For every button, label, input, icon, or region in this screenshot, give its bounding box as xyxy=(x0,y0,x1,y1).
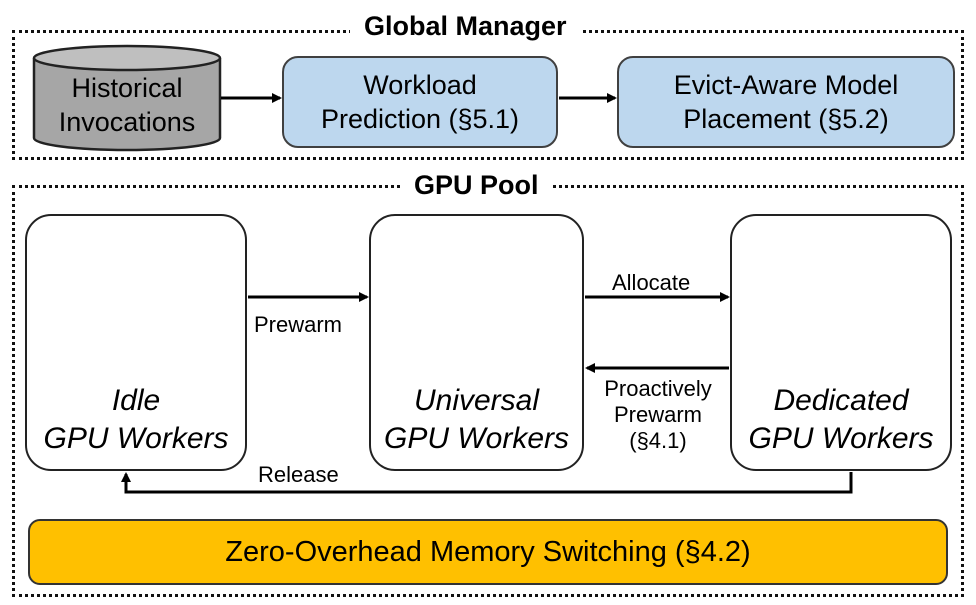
dedicated-workers-label: Dedicated GPU Workers xyxy=(748,384,934,455)
prewarm-label: Prewarm xyxy=(254,312,343,337)
global-manager-title: Global Manager xyxy=(350,11,581,41)
gpu-pool-title: GPU Pool xyxy=(400,170,553,200)
arrow-release xyxy=(121,472,853,494)
zero-overhead-memory-switching-bar: Zero-Overhead Memory Switching (§4.2) xyxy=(28,519,948,585)
idle-gpu-workers: Idle GPU Workers xyxy=(25,214,247,471)
universal-workers-label: Universal GPU Workers xyxy=(383,384,569,455)
allocate-label: Allocate xyxy=(612,270,691,295)
historical-cylinder-icon xyxy=(32,44,222,152)
dedicated-gpu-workers: Dedicated GPU Workers xyxy=(730,214,952,471)
proactive-prewarm-label: Proactively Prewarm (§4.1) xyxy=(604,376,712,453)
release-label: Release xyxy=(258,462,339,487)
universal-gpu-workers: Universal GPU Workers xyxy=(369,214,584,471)
idle-workers-label: Idle GPU Workers xyxy=(43,384,229,455)
